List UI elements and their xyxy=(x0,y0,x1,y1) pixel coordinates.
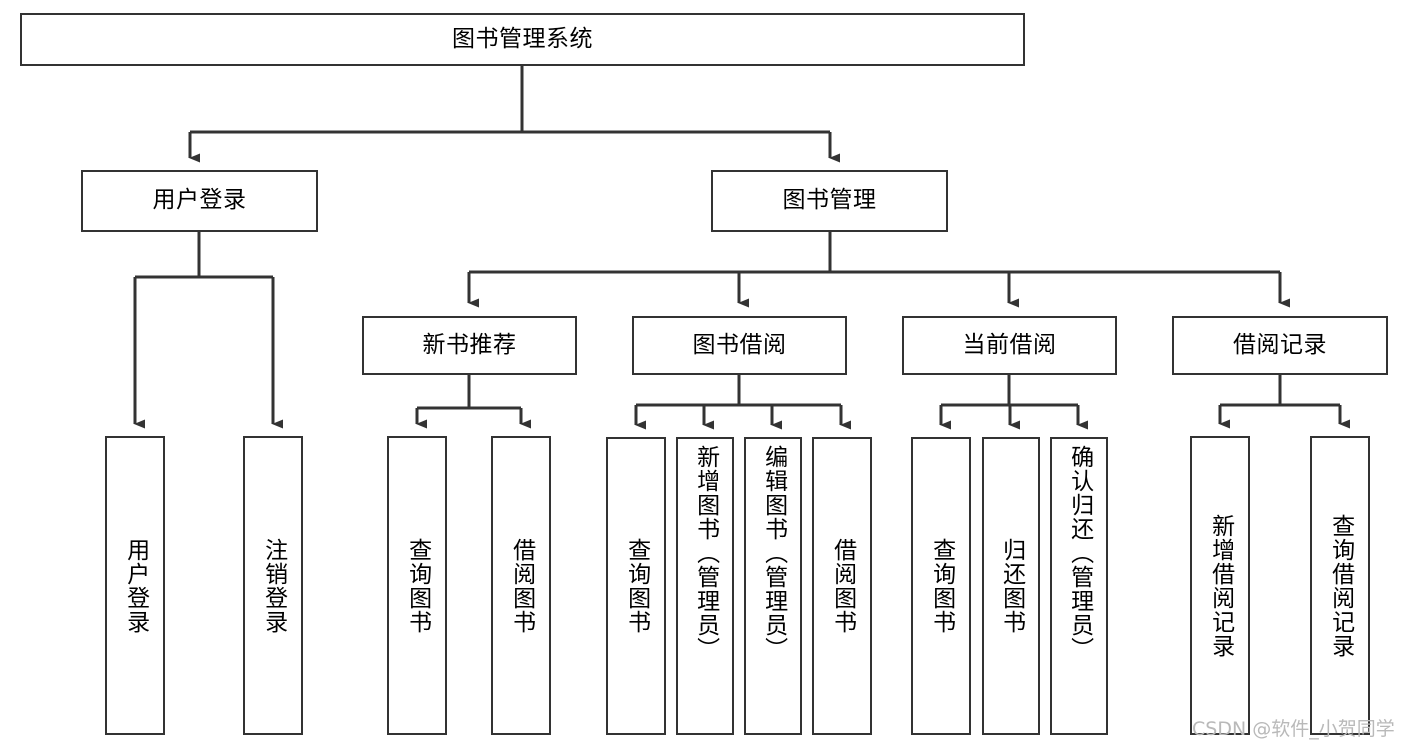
node-new-book-recommend-label: 新书推荐 xyxy=(422,331,517,358)
leaf-edit-book-label: 编辑图书（管理员） xyxy=(760,445,787,661)
leaf-query-book-2-label: 查询图书 xyxy=(623,538,650,634)
node-user-login[interactable]: 用户登录 xyxy=(81,170,318,232)
leaf-return-book-label: 归还图书 xyxy=(998,538,1025,634)
leaf-edit-book[interactable]: 编辑图书（管理员） xyxy=(744,437,802,735)
node-borrow-record-label: 借阅记录 xyxy=(1233,331,1327,358)
leaf-query-book-3-label: 查询图书 xyxy=(928,538,955,634)
leaf-user-login[interactable]: 用户登录 xyxy=(105,436,165,735)
leaf-return-book[interactable]: 归还图书 xyxy=(982,437,1040,735)
leaf-confirm-return-label: 确认归还（管理员） xyxy=(1066,445,1093,661)
leaf-query-book-1-label: 查询图书 xyxy=(404,537,431,634)
node-root-label: 图书管理系统 xyxy=(452,25,593,52)
node-root[interactable]: 图书管理系统 xyxy=(20,13,1025,66)
node-new-book-recommend[interactable]: 新书推荐 xyxy=(362,316,577,375)
leaf-query-record-label: 查询借阅记录 xyxy=(1327,513,1354,658)
leaf-add-record[interactable]: 新增借阅记录 xyxy=(1190,436,1250,735)
leaf-borrow-book-2[interactable]: 借阅图书 xyxy=(812,437,872,735)
leaf-add-book-label: 新增图书（管理员） xyxy=(692,445,719,661)
leaf-logout-login-label: 注销登录 xyxy=(260,537,287,634)
node-book-manage[interactable]: 图书管理 xyxy=(711,170,948,232)
node-current-borrow-label: 当前借阅 xyxy=(962,331,1057,358)
leaf-confirm-return[interactable]: 确认归还（管理员） xyxy=(1050,437,1108,735)
leaf-query-book-1[interactable]: 查询图书 xyxy=(387,436,447,735)
leaf-query-record[interactable]: 查询借阅记录 xyxy=(1310,436,1370,735)
node-book-manage-label: 图书管理 xyxy=(782,187,877,214)
leaf-borrow-book-2-label: 借阅图书 xyxy=(829,538,856,634)
node-book-borrow[interactable]: 图书借阅 xyxy=(632,316,847,375)
node-borrow-record[interactable]: 借阅记录 xyxy=(1172,316,1388,375)
node-current-borrow[interactable]: 当前借阅 xyxy=(902,316,1117,375)
leaf-query-book-3[interactable]: 查询图书 xyxy=(911,437,971,735)
leaf-query-book-2[interactable]: 查询图书 xyxy=(606,437,666,735)
leaf-user-login-label: 用户登录 xyxy=(122,537,149,634)
leaf-add-book[interactable]: 新增图书（管理员） xyxy=(676,437,734,735)
node-user-login-label: 用户登录 xyxy=(152,187,247,214)
leaf-logout-login[interactable]: 注销登录 xyxy=(243,436,303,735)
leaf-borrow-book-1-label: 借阅图书 xyxy=(508,537,535,634)
leaf-add-record-label: 新增借阅记录 xyxy=(1207,513,1234,658)
leaf-borrow-book-1[interactable]: 借阅图书 xyxy=(491,436,551,735)
node-book-borrow-label: 图书借阅 xyxy=(692,331,787,358)
watermark: CSDN @软件_小贺同学 xyxy=(1192,718,1395,740)
